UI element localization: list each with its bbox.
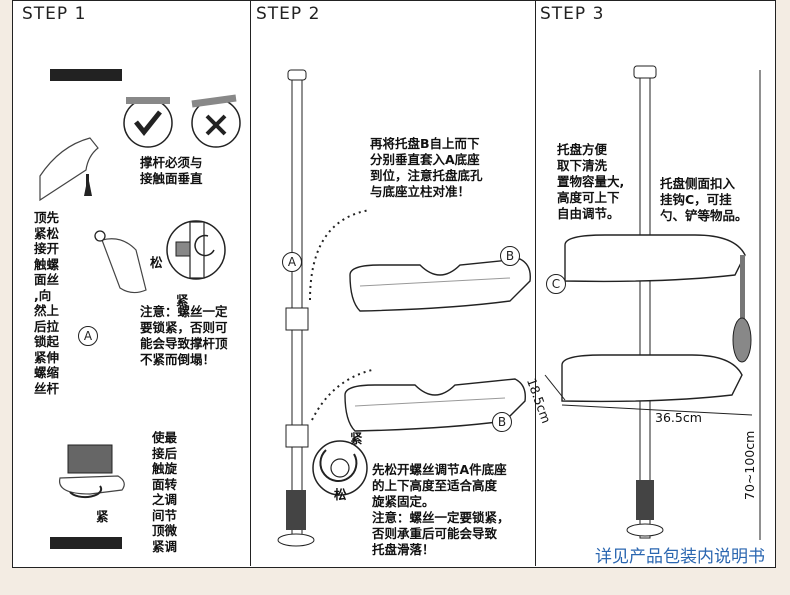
- label-a-step2: A: [282, 252, 302, 272]
- step2-bottom-note: 先松开螺丝调节A件底座 的上下高度至适合高度 旋紧固定。 注意：螺丝一定要锁紧，…: [372, 462, 510, 557]
- step3-note-left: 托盘方便 取下清洗 置物容量大, 高度可上下 自由调节。: [557, 142, 625, 221]
- loosen-label: 松: [150, 255, 163, 270]
- label-a-step1: A: [78, 326, 98, 346]
- screw-zoom-step2: [312, 440, 368, 496]
- label-c: C: [546, 274, 566, 294]
- width-dim-line: [561, 404, 753, 416]
- bottom-knob-icon: [58, 444, 125, 499]
- step2-top-note: 再将托盘B自上而下 分别垂直套入A底座 到位，注意托盘底孔 与底座立柱对准！: [370, 136, 483, 199]
- step2-title: STEP 2: [256, 4, 321, 24]
- ladle-icon: [732, 255, 752, 363]
- ceiling-bar: [50, 69, 122, 81]
- divider-1: [250, 0, 251, 566]
- shelf-top-step3: [564, 234, 746, 283]
- pole-assembly-step3: [626, 65, 664, 539]
- footer-note: 详见产品包装内说明书: [595, 547, 765, 567]
- step3-title: STEP 3: [540, 4, 605, 24]
- label-b-lower: B: [492, 412, 512, 432]
- pole-assembly-step2: [277, 69, 315, 547]
- shelf-b-lower: [344, 378, 526, 432]
- loosen-label-step2: 松: [334, 487, 347, 502]
- wrong-mount-icon: [191, 94, 241, 148]
- correct-mount-icon: [123, 97, 173, 148]
- hand-twist-icon: [94, 230, 147, 294]
- shelf-bottom-step3: [561, 354, 743, 403]
- label-b-upper: B: [500, 246, 520, 266]
- tighten-label-2: 紧: [96, 509, 109, 524]
- step1-title: STEP 1: [22, 4, 87, 24]
- tighten-label-step2: 紧: [350, 431, 363, 446]
- step1-side-note: 顶先 紧松 接开 触螺 面丝 ,向 然上 后拉 锁起 紧伸 螺缩 丝杆: [34, 210, 60, 396]
- floor-bar: [50, 537, 122, 549]
- dim-width: 36.5cm: [655, 410, 702, 425]
- step1-final-note: 使最 接后 触旋 面转 之调 间节 顶微 紧调: [152, 430, 178, 554]
- hand-push-icon: [39, 137, 99, 202]
- step1-warning: 注意：螺丝一定 要锁紧，否则可 能会导致撑杆顶 不紧而倒塌！: [140, 304, 228, 367]
- dim-height: 70~100cm: [742, 430, 757, 500]
- depth-dim-line: [544, 374, 566, 401]
- knob-zoom-icon: [166, 220, 226, 280]
- divider-2: [535, 0, 536, 566]
- step1-check-note: 撑杆必须与 接触面垂直: [140, 155, 203, 186]
- tighten-label: 紧: [176, 293, 189, 308]
- step3-note-right: 托盘侧面扣入 挂钩C，可挂 勺、铲等物品。: [660, 176, 748, 223]
- shelf-b-upper: [349, 258, 531, 312]
